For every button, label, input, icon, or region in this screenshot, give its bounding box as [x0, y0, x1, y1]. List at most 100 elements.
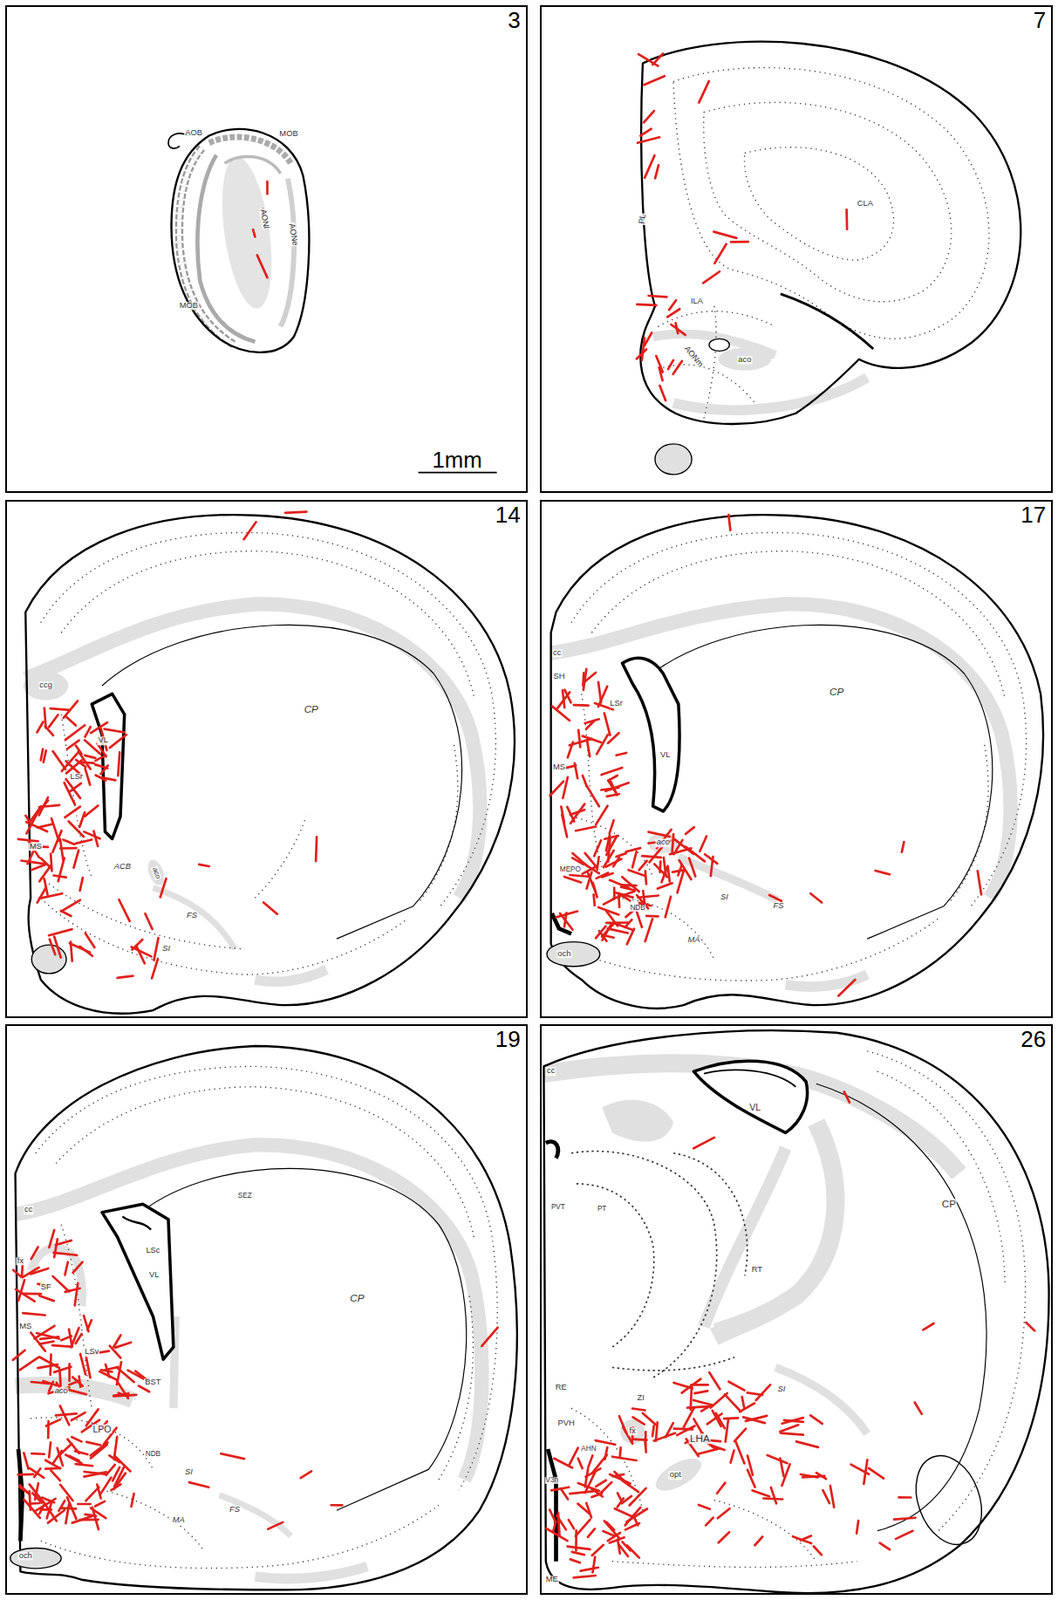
fibre-dash [604, 712, 611, 735]
fibre-dash [572, 853, 588, 867]
region-label: ILA [689, 298, 704, 307]
fibre-dash [895, 1530, 913, 1539]
fibre-dash [61, 1336, 72, 1341]
region-label: PVH [557, 1419, 576, 1427]
fibre-dash [668, 866, 670, 882]
fibre-dash [79, 1376, 82, 1387]
fibre-dash [257, 254, 268, 278]
section-number: 3 [507, 7, 520, 34]
fibre-dash [632, 851, 637, 867]
region-label: opt [668, 1471, 683, 1480]
region-label: aco [655, 839, 671, 847]
fibre-dash [75, 839, 92, 843]
fibre-dash [30, 1268, 48, 1274]
fibre-dash [13, 1269, 21, 1277]
fibre-dash [39, 1295, 55, 1301]
fibre-dash [592, 1556, 595, 1573]
fibre-dash [568, 1447, 578, 1466]
fibre-dash [65, 1454, 82, 1464]
fibre-dash [575, 826, 596, 832]
fibre-dash [657, 882, 673, 888]
fibre-dash [586, 721, 594, 730]
fibre-dash [97, 743, 107, 757]
fibre-dash [252, 229, 255, 237]
fibre-dash [549, 1509, 555, 1521]
fibre-dash [115, 1342, 131, 1348]
fibre-dash [48, 1441, 51, 1457]
fibre-dash [314, 836, 319, 861]
fibre-dash [50, 708, 70, 710]
fibre-dash [118, 899, 130, 922]
region-label: VL [148, 1270, 160, 1279]
fibre-dash [90, 1444, 108, 1459]
fibre-dash [880, 1542, 890, 1550]
fibre-dash [31, 1381, 49, 1384]
fibre-dash [645, 870, 647, 884]
fibre-dash [20, 860, 46, 865]
fibre-dash [724, 1393, 742, 1412]
fibre-dash [102, 777, 116, 780]
region-label: SF [40, 1283, 53, 1291]
fibre-dash [22, 1312, 45, 1315]
fibre-dash [566, 806, 574, 822]
fibre-dash [717, 1508, 731, 1518]
fibre-dash [652, 54, 663, 66]
fibre-dash [838, 979, 855, 997]
fibre-dash [613, 857, 620, 867]
fibre-dash [796, 1440, 819, 1447]
fibre-dash [856, 1520, 859, 1534]
fibre-dash [626, 847, 642, 852]
section-panel: 7 [539, 5, 1053, 493]
fibre-dash [779, 1458, 784, 1477]
fibre-dash [685, 826, 695, 834]
region-label: ccg [38, 681, 54, 690]
fibre-dash [34, 1467, 41, 1477]
fibre-dash [57, 1443, 72, 1457]
fibre-dash [648, 832, 669, 837]
region-label: SEZ [237, 1192, 253, 1200]
fibre-dash [734, 1428, 746, 1441]
fibre-dash [614, 1471, 628, 1485]
region-label: cc [23, 1206, 34, 1215]
fibre-dash [552, 1521, 556, 1531]
fibre-dash [61, 752, 78, 771]
fibre-dash [85, 933, 96, 948]
fibre-dash [644, 1431, 648, 1447]
region-label: NDB [628, 904, 646, 912]
fibre-dash [578, 730, 581, 747]
fibre-dash [668, 300, 676, 310]
fibre-dash [605, 782, 628, 791]
fibre-dash [23, 1452, 28, 1468]
fibre-dash [64, 1262, 68, 1276]
fibre-dash [593, 894, 595, 905]
fibre-dash [553, 1458, 573, 1468]
region-label: CP [303, 703, 320, 715]
fibre-dash [914, 1402, 922, 1414]
fibre-dash [575, 1519, 591, 1536]
fibre-dash [782, 1417, 804, 1424]
fibre-dash [558, 1512, 560, 1535]
fibre-dash [53, 1252, 77, 1256]
fibre-dash [693, 1399, 713, 1406]
region-label: MS [18, 1322, 33, 1331]
region-label: aco [737, 355, 752, 364]
fibre-dash [59, 1369, 61, 1386]
fibre-dash [109, 734, 127, 748]
fibre-dash [29, 1467, 44, 1478]
fibre-dash [735, 1440, 745, 1463]
fibre-dash [331, 1503, 343, 1507]
fibre-dash [636, 303, 656, 308]
section-panel: 17 [539, 499, 1053, 1018]
fibre-dash [585, 1468, 588, 1488]
fibre-dash [665, 896, 671, 918]
fibre-dash [84, 755, 96, 758]
fibre-dash [189, 1481, 209, 1488]
region-label: CP [828, 686, 845, 697]
fibre-dash [645, 918, 653, 942]
fibre-dash [569, 1490, 594, 1494]
fibre-dash [54, 874, 67, 877]
fibre-dash [53, 1276, 69, 1291]
fibre-dash [93, 831, 98, 847]
fibre-dash [81, 761, 95, 765]
fibre-dash [698, 1504, 710, 1509]
